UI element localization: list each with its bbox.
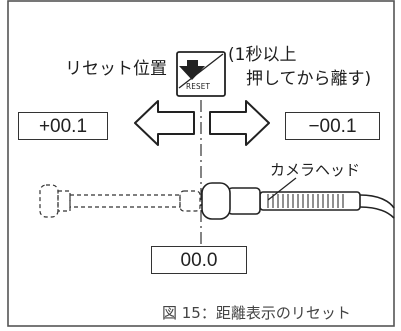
display-value-minus: −00.1 bbox=[285, 112, 380, 140]
reset-key-text: RESET bbox=[186, 82, 211, 91]
figure-frame bbox=[7, 0, 395, 327]
left-arrow-icon bbox=[134, 100, 195, 146]
camera-head-reset-outline bbox=[39, 184, 201, 218]
reset-key-icon bbox=[176, 51, 226, 97]
reset-position-label: リセット位置 bbox=[65, 59, 167, 79]
hold-note-line2: 押してから離す) bbox=[246, 69, 372, 89]
right-arrow-icon bbox=[209, 100, 270, 146]
camera-head-label: カメラヘッド bbox=[270, 161, 361, 179]
display-value-zero: 00.0 bbox=[151, 246, 247, 274]
display-value-plus: +00.1 bbox=[18, 112, 108, 140]
camera-head bbox=[201, 182, 395, 220]
camera-head-leader-line bbox=[267, 177, 297, 201]
hold-note-line1: (1秒以上 bbox=[228, 45, 297, 65]
figure-caption: 図 15：距離表示のリセット bbox=[162, 304, 351, 322]
